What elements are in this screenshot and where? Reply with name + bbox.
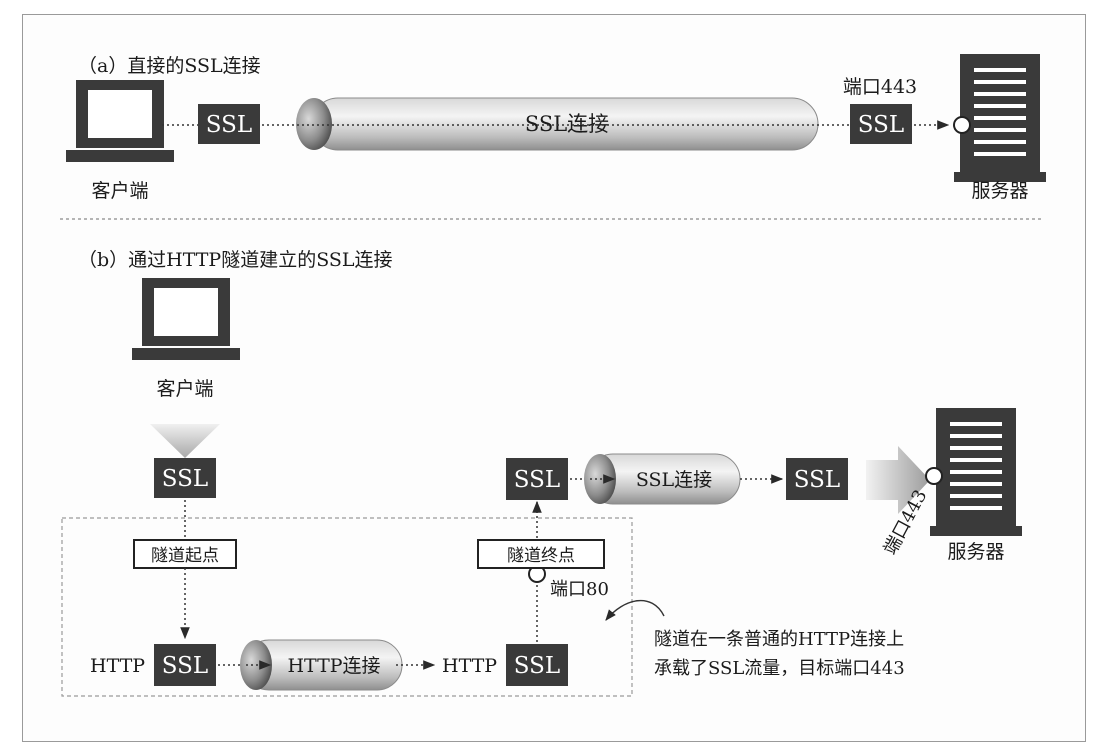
section-b-title: （b）通过HTTP隧道建立的SSL连接 [78, 249, 393, 271]
server-icon-b [928, 406, 1024, 538]
ssl-box-right: SSL [850, 104, 912, 144]
ssl-box-top-right: SSL [786, 458, 848, 500]
server-label: 服务器 [971, 180, 1028, 202]
http-connection-label: HTTP连接 [287, 655, 380, 677]
port-443-circle [925, 467, 943, 485]
note-line-1: 隧道在一条普通的HTTP连接上 [654, 629, 904, 650]
client-computer-icon-b [132, 278, 240, 360]
port-80-label: 端口80 [550, 579, 609, 600]
ssl-connection-label-b: SSL连接 [636, 469, 712, 491]
svg-text:SSL: SSL [514, 653, 560, 679]
ssl-connection-label: SSL连接 [525, 112, 609, 136]
svg-text:隧道起点: 隧道起点 [151, 546, 219, 566]
big-arrow-to-server-icon [866, 446, 930, 514]
http-tunnel-region [61, 517, 633, 697]
ssl-connection-tube-b [584, 453, 741, 505]
svg-text:SSL: SSL [794, 467, 840, 493]
http-label-right: HTTP [442, 655, 497, 677]
note-pointer-arrow [605, 600, 665, 621]
client-label-b: 客户端 [156, 378, 213, 400]
http-label-left: HTTP [90, 655, 145, 677]
svg-text:SSL: SSL [162, 653, 208, 679]
client-computer-icon [66, 80, 174, 162]
svg-text:SSL: SSL [514, 467, 560, 493]
server-label-b: 服务器 [947, 541, 1004, 563]
svg-text:SSL: SSL [858, 112, 904, 138]
svg-text:隧道终点: 隧道终点 [507, 546, 575, 566]
port-circle [953, 116, 971, 134]
section-a-title: （a）直接的SSL连接 [78, 55, 261, 77]
tunnel-end-box: 隧道终点 [477, 539, 605, 569]
ssl-box-bottom-left: SSL [154, 644, 216, 686]
ssl-box-client: SSL [154, 458, 216, 498]
note-line-2: 承载了SSL流量，目标端口443 [654, 658, 905, 679]
server-icon [952, 52, 1048, 184]
svg-text:SSL: SSL [162, 466, 208, 492]
client-label: 客户端 [91, 180, 148, 202]
tunnel-start-box: 隧道起点 [133, 539, 237, 569]
ssl-connection-tube [296, 97, 819, 151]
port-443-label: 端口443 [843, 76, 917, 98]
ssl-box-bottom-right: SSL [506, 644, 568, 686]
down-chevron-icon [150, 424, 220, 458]
ssl-box-top-left: SSL [506, 458, 568, 500]
svg-text:SSL: SSL [206, 112, 252, 138]
ssl-box-left: SSL [198, 104, 260, 144]
